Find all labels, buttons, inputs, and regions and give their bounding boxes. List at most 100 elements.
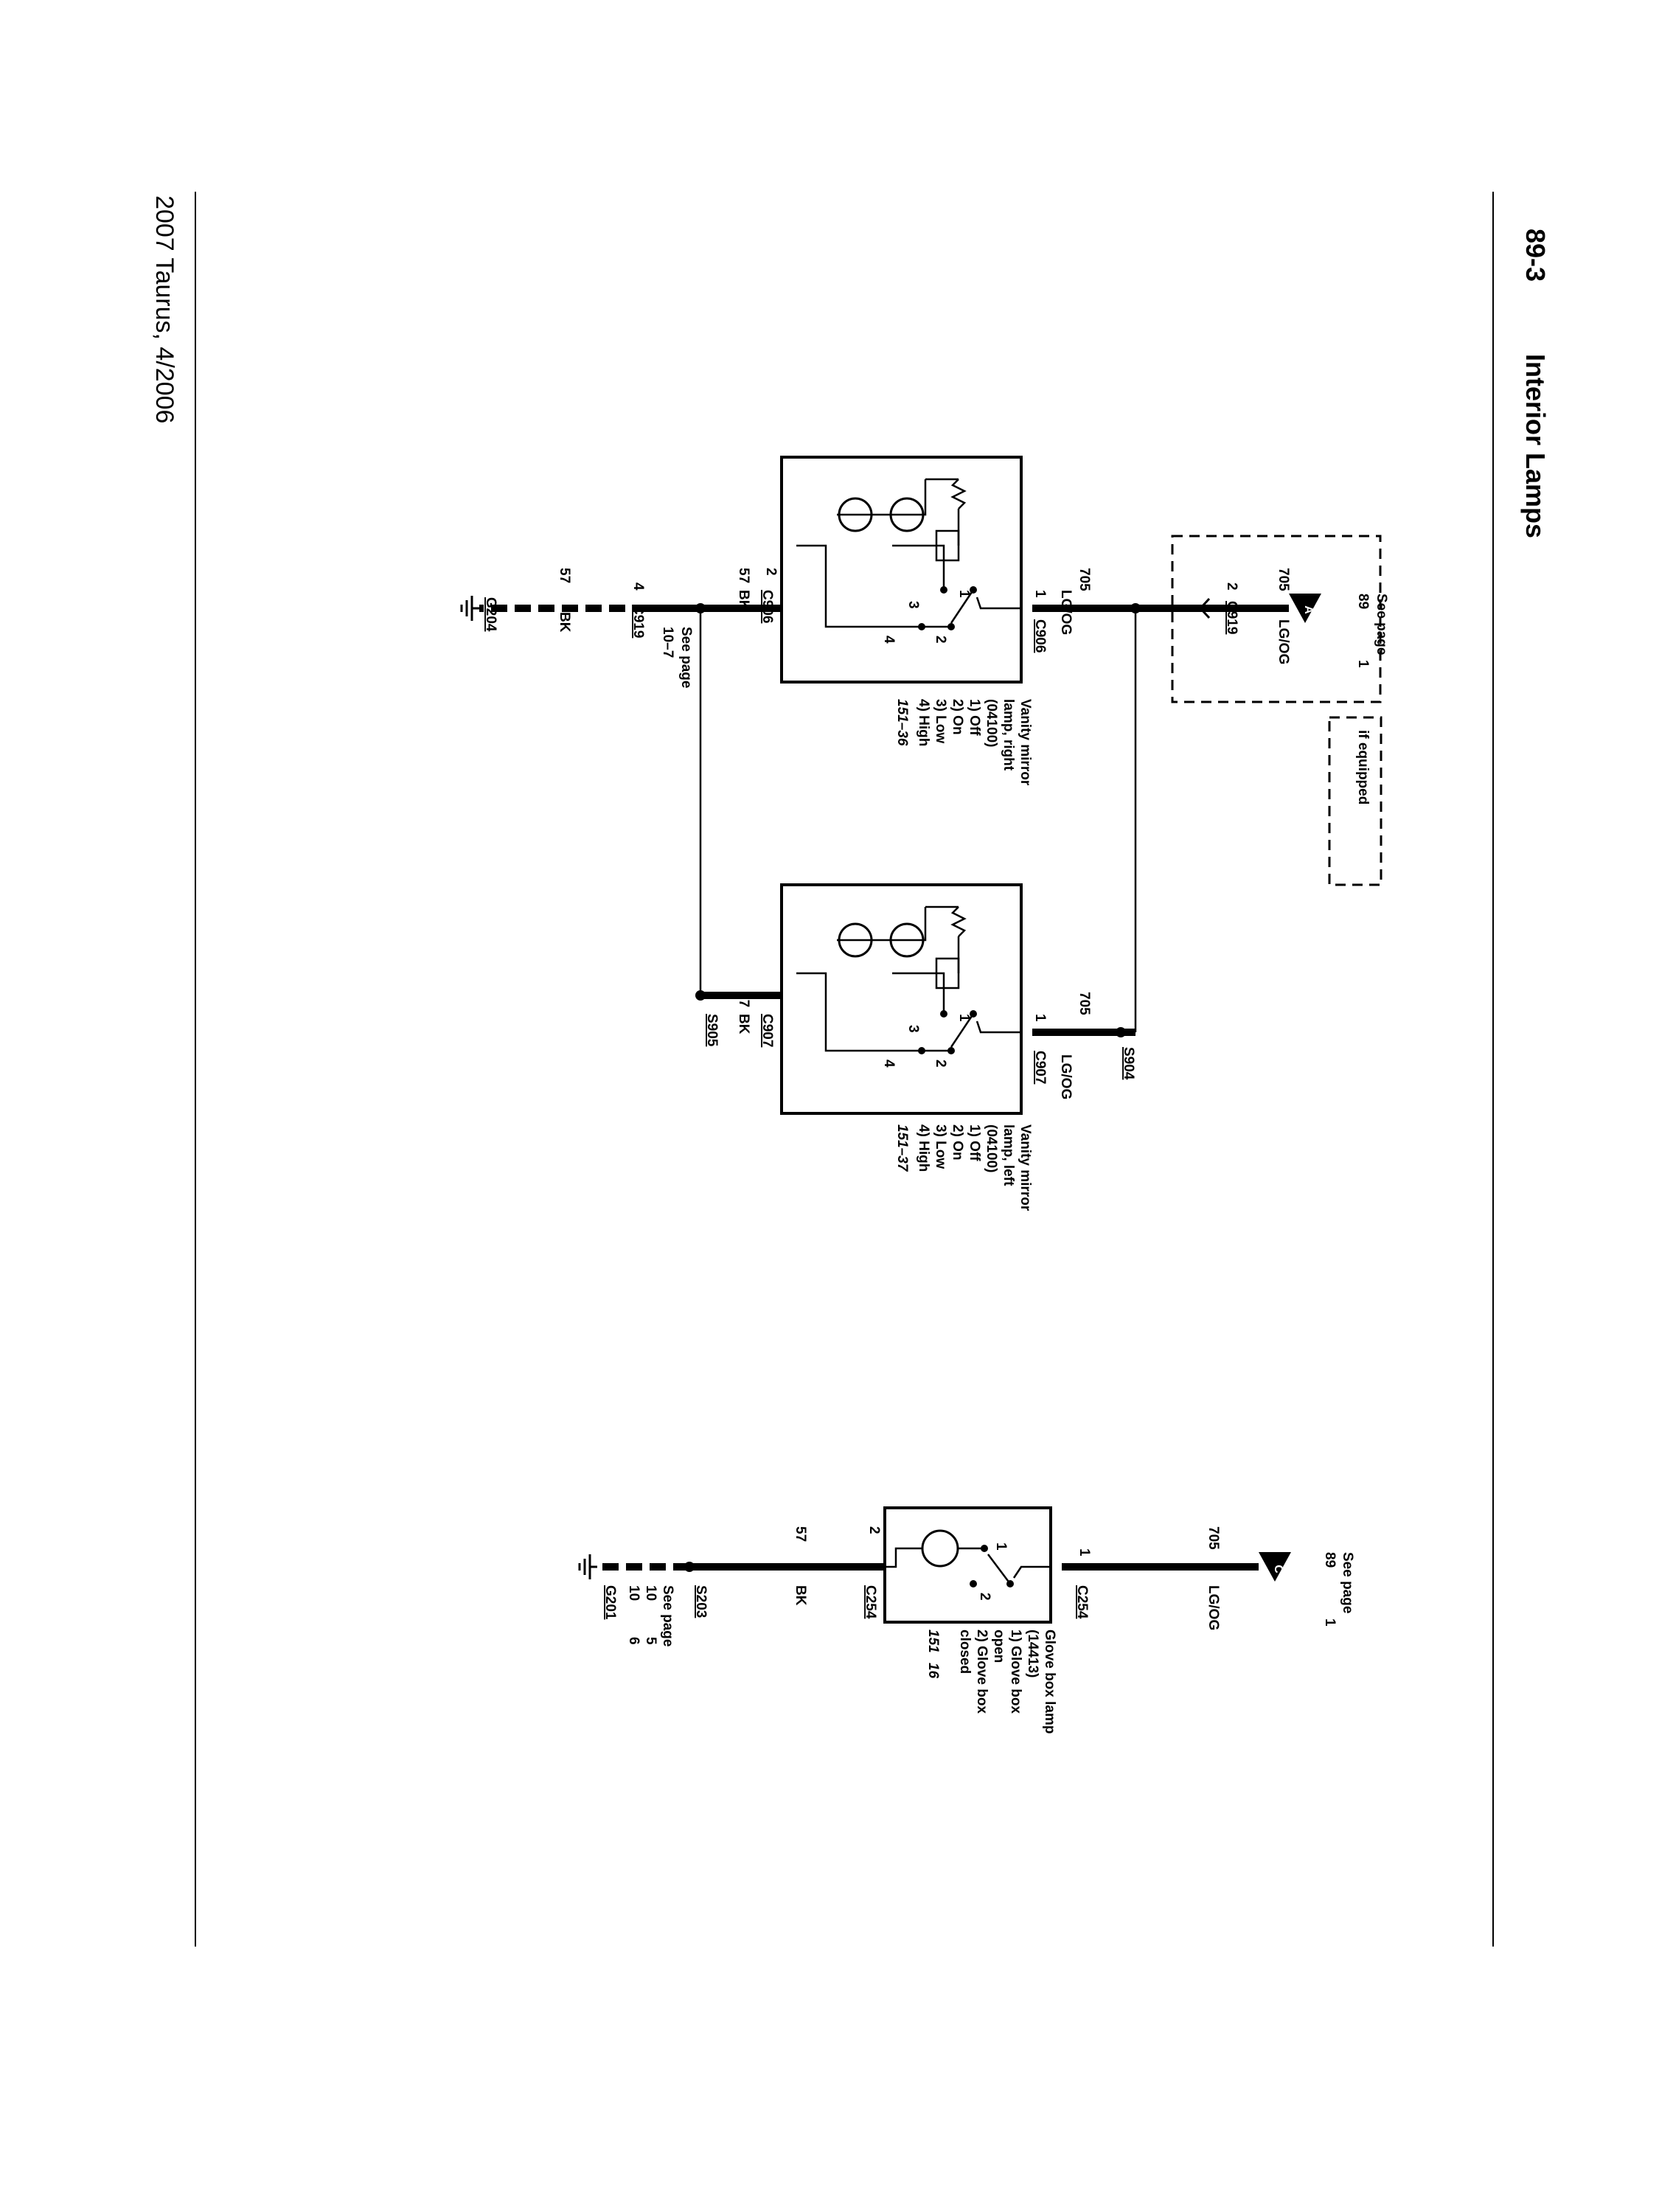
gb-sw-2: 2: [977, 1593, 992, 1601]
glove-pin-out: 2: [866, 1526, 882, 1534]
glove-circuit-out: 57: [793, 1526, 808, 1542]
vanity-left-pin-in: 1: [1032, 1014, 1048, 1022]
gb-sw-1: 1: [993, 1543, 1009, 1551]
vl-switch-lead: [975, 1020, 1021, 1034]
vl-internal-2: [892, 972, 945, 1014]
vanity-left-color-out: BK: [736, 1014, 751, 1034]
s905-label: S905: [704, 1014, 720, 1047]
vanity-left-circuit-out: 57: [736, 992, 751, 1007]
vr-switch-lead: [975, 597, 1021, 610]
s904-label: S904: [1121, 1047, 1136, 1080]
ground-right-circuit: 57: [557, 568, 572, 583]
gb-bulb: [921, 1529, 959, 1568]
gb-state-1: 1) Glove box: [1008, 1630, 1023, 1714]
ground-right-connector: C919: [630, 605, 646, 638]
vr-sw-4: 4: [881, 636, 897, 644]
vanity-right-connector-top: C906: [1032, 619, 1048, 653]
vr-return-wire: [796, 544, 888, 628]
s203-label: S203: [693, 1585, 709, 1618]
vr-name-2: lamp, right: [1001, 699, 1016, 771]
source-c-sub: 1: [1322, 1618, 1338, 1627]
vr-bulb-wire: [837, 479, 927, 516]
ground-g204-label: G204: [483, 597, 498, 632]
vr-state-2: 2) On: [950, 699, 965, 735]
vr-state-3: 3) Low: [933, 699, 948, 743]
gb-state-2: 2) Glove box: [974, 1630, 990, 1714]
glove-pin-in: 1: [1077, 1548, 1092, 1557]
vanity-left-connector-top: C907: [1032, 1051, 1048, 1084]
vanity-right-circuit-in: 705: [1077, 568, 1092, 591]
gb-return: [885, 1547, 922, 1568]
c919-connector: C919: [1224, 601, 1239, 634]
vr-name-1: Vanity mirror: [1018, 699, 1033, 786]
vl-sw-1: 1: [956, 1014, 972, 1022]
vanity-right-connector-bottom: C906: [759, 590, 775, 623]
gb-ref-1: 151: [925, 1630, 941, 1653]
vr-sw-1: 1: [956, 590, 972, 598]
vl-state-3: 3) Low: [933, 1124, 948, 1169]
vr-ref: 151–36: [894, 699, 910, 746]
vl-state-4: 4) High: [916, 1124, 931, 1172]
vanity-right-color-out: BK: [736, 590, 751, 611]
gb-switch-lead: [1012, 1565, 1051, 1579]
source-c-flag: [1259, 1552, 1291, 1582]
vr-state-4: 4) High: [916, 699, 931, 746]
glove-connector-top: C254: [1074, 1585, 1090, 1619]
gb-contact-2: [970, 1580, 977, 1587]
ground-glove-ref-2a: 10: [626, 1585, 641, 1601]
ground-right-see-page-ref: 10–7: [660, 627, 675, 658]
ground-right-pin: 4: [630, 582, 646, 591]
vl-state-2: 2) On: [950, 1124, 965, 1161]
gb-state-2b: closed: [957, 1630, 973, 1674]
source-a-flag: [1289, 594, 1321, 623]
page-number: 89-3: [1520, 229, 1551, 282]
if-equipped-label: if equipped: [1355, 730, 1371, 804]
source-a-sub: 1: [1355, 660, 1371, 668]
vl-sw-3: 3: [905, 1025, 921, 1033]
ground-right-color: BK: [557, 612, 572, 633]
c919-color: LG/OG: [1276, 619, 1291, 664]
gb-switch-blade: [987, 1554, 1011, 1585]
ground-glove-ref-1a: 10: [643, 1585, 658, 1601]
vr-sw-2: 2: [933, 636, 948, 644]
source-c-page: 89: [1322, 1552, 1338, 1568]
ground-glove-ref-2b: 6: [626, 1637, 641, 1645]
vanity-right-pin-out: 2: [763, 568, 779, 576]
vr-name-3: (04100): [984, 699, 999, 748]
footer-vehicle: 2007 Taurus, 4/2006: [150, 195, 178, 423]
vl-switch-blade: [950, 1013, 975, 1048]
vl-resistor-zigzag: [950, 906, 967, 937]
vl-state-1: 1) Off: [967, 1124, 982, 1161]
gb-ref-2: 16: [925, 1663, 941, 1679]
vanity-left-component: [780, 883, 1023, 1115]
c919-circuit: 705: [1276, 568, 1291, 591]
ground-g201-label: G201: [602, 1585, 618, 1620]
vl-sw-2: 2: [933, 1060, 948, 1068]
vanity-left-connector-bottom: C907: [759, 1014, 775, 1047]
gb-state-1b: open: [991, 1630, 1006, 1663]
c919-connector-symbol: [1198, 597, 1211, 619]
s904-dot: [1116, 1027, 1126, 1037]
ground-glove-ref-1b: 5: [643, 1637, 658, 1645]
vanity-right-description: Vanity mirror: [1018, 699, 1033, 786]
vr-state-1: 1) Off: [967, 699, 982, 736]
source-c-letter: C: [1272, 1565, 1284, 1573]
source-a-letter: A: [1302, 605, 1315, 614]
gb-name-1: Glove box lamp: [1042, 1630, 1057, 1733]
ground-glove-see-page: See page: [660, 1585, 675, 1646]
source-c-see-page: See page: [1340, 1552, 1355, 1613]
vr-resistor-zigzag: [950, 479, 967, 509]
vl-ref: 151–37: [894, 1124, 910, 1172]
glove-color-in: LG/OG: [1206, 1585, 1221, 1630]
source-a-page: 89: [1355, 594, 1371, 609]
glove-circuit-in: 705: [1206, 1526, 1221, 1550]
vanity-right-color-in: LG/OG: [1058, 590, 1074, 635]
vanity-left-pin-out: 2: [763, 992, 779, 1000]
glove-color-out: BK: [793, 1585, 808, 1606]
vl-name-1: Vanity mirror: [1018, 1124, 1033, 1211]
gb-name-2: (14413): [1025, 1630, 1040, 1678]
glove-connector-bottom: C254: [863, 1585, 878, 1619]
c919-pin: 2: [1224, 582, 1239, 591]
vl-sw-4: 4: [881, 1060, 897, 1068]
vr-switch-blade: [950, 589, 975, 624]
